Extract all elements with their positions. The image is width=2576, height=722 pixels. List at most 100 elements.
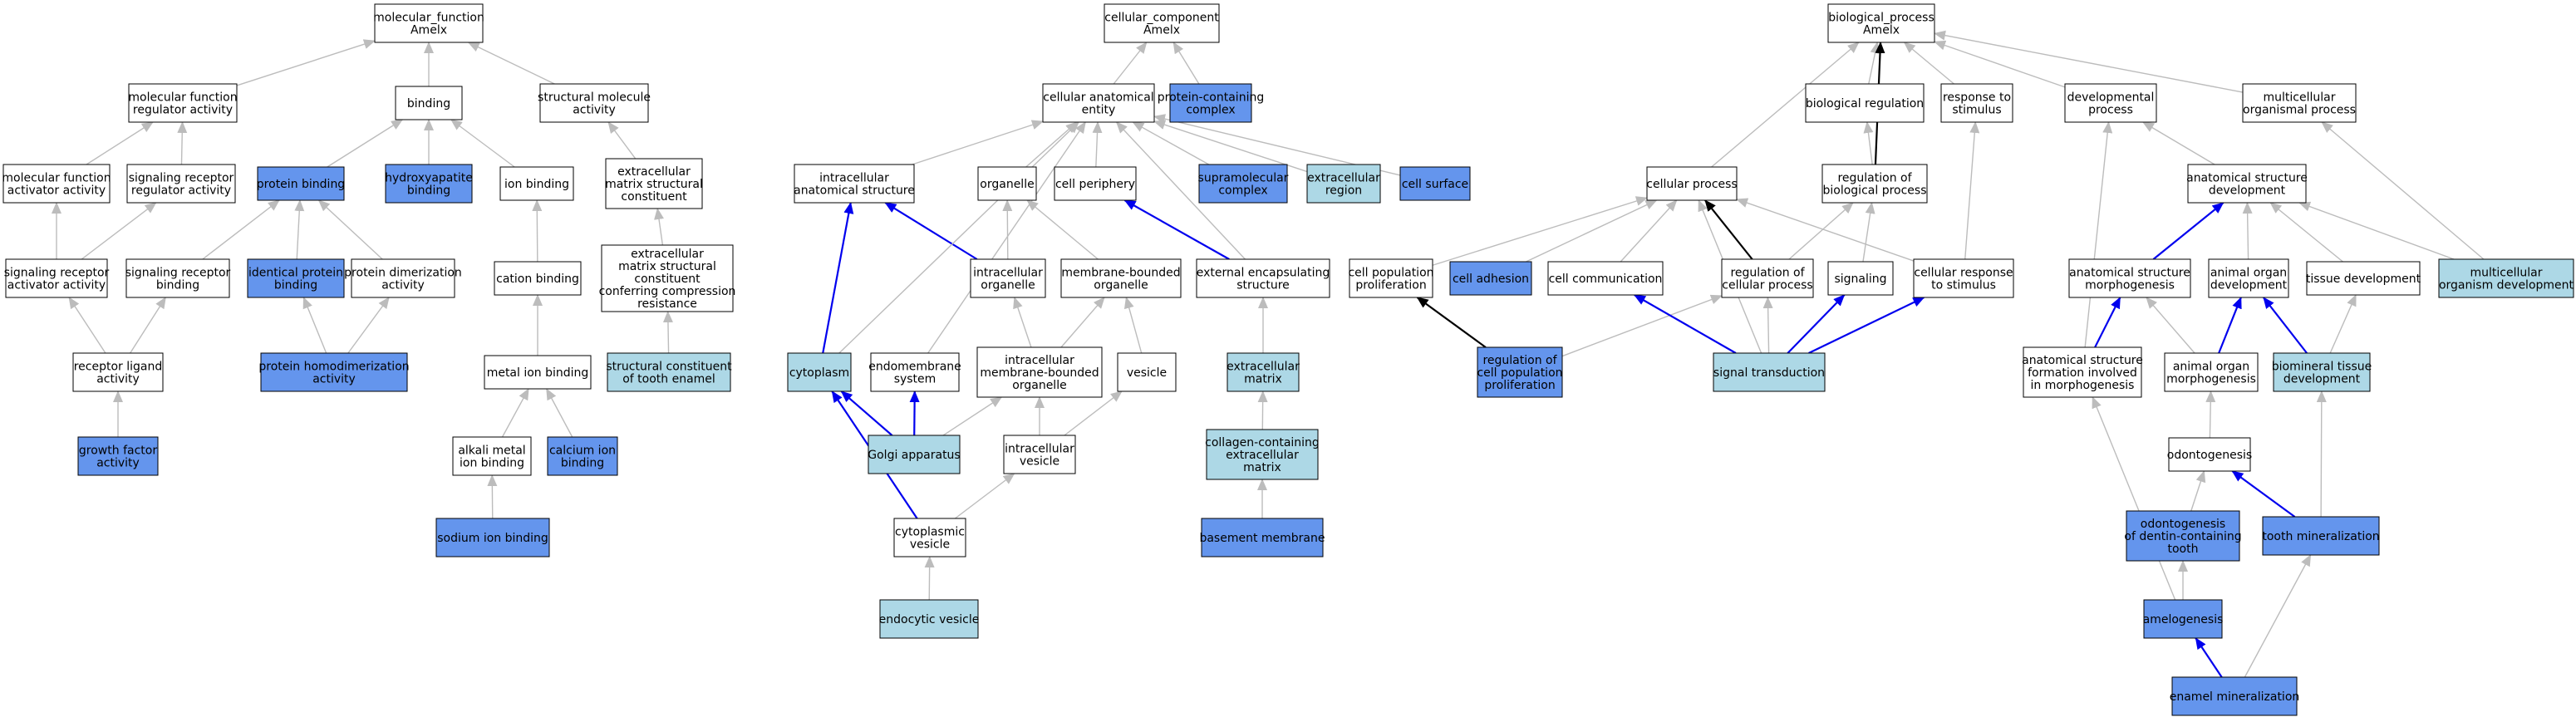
node-label: biological regulation xyxy=(1806,97,1924,111)
node-odonto[interactable]: odontogenesis xyxy=(2167,437,2252,472)
node-cellproc[interactable]: cellular process xyxy=(1646,166,1738,201)
node-label: intracellular xyxy=(819,172,889,185)
node-box xyxy=(977,166,1037,201)
node-box xyxy=(2306,261,2421,296)
node-cellper[interactable]: cell periphery xyxy=(1054,166,1137,201)
node-signaling[interactable]: signaling xyxy=(1827,261,1894,296)
node-tissdev[interactable]: tissue development xyxy=(2306,261,2421,296)
node-box xyxy=(2064,83,2157,123)
edge-srra-to-mfreg xyxy=(177,121,188,165)
node-label: response to xyxy=(1943,91,2011,105)
edge-enamel-to-toothmin xyxy=(2244,554,2312,678)
node-label: external encapsulating xyxy=(1197,267,1330,280)
node-label: in morphogenesis xyxy=(2031,379,2135,392)
node-label: extracellular xyxy=(1227,361,1300,374)
edge-oodct-to-odonto xyxy=(2190,470,2206,512)
node-endoves[interactable]: endocytic vesicle xyxy=(879,599,980,639)
node-protbind[interactable]: protein binding xyxy=(257,166,345,201)
node-ionbind[interactable]: ion binding xyxy=(499,166,574,201)
node-box xyxy=(787,352,852,392)
node-golgi[interactable]: Golgi apparatus xyxy=(868,435,961,474)
node-label: anatomical structure xyxy=(2069,267,2190,280)
node-label: Amelx xyxy=(1863,24,1900,37)
node-vesicle[interactable]: vesicle xyxy=(1117,352,1177,392)
node-toothmin[interactable]: tooth mineralization xyxy=(2262,516,2380,556)
node-label: structural constituent xyxy=(606,361,732,374)
node-box xyxy=(374,3,484,43)
node-cationbind[interactable]: cation binding xyxy=(494,261,582,296)
node-label: activity xyxy=(96,373,140,386)
edge-pcc-to-cc xyxy=(1172,42,1200,85)
node-label: cellular anatomical xyxy=(1043,91,1153,105)
node-celladh[interactable]: cell adhesion xyxy=(1449,261,1532,296)
node-cytoplasm[interactable]: cytoplasm xyxy=(787,352,852,392)
node-sigtrans[interactable]: signal transduction xyxy=(1713,352,1826,392)
node-basement[interactable]: basement membrane xyxy=(1199,518,1325,557)
edge-ecmscc-to-ecmsc xyxy=(654,208,664,246)
node-label: cellular process xyxy=(1646,178,1737,191)
node-box xyxy=(1003,435,1076,474)
node-organelle[interactable]: organelle xyxy=(977,166,1037,201)
node-bioreg[interactable]: biological regulation xyxy=(1805,83,1925,123)
node-enamel[interactable]: enamel mineralization xyxy=(2170,676,2300,716)
node-binding[interactable]: binding xyxy=(395,86,463,120)
node-sodium[interactable]: sodium ion binding xyxy=(435,518,550,557)
node-cellsurf[interactable]: cell surface xyxy=(1399,166,1471,201)
node-label: cell adhesion xyxy=(1453,273,1529,286)
edge-asfim-to-asm xyxy=(2094,297,2121,348)
node-cellcomm[interactable]: cell communication xyxy=(1547,261,1664,296)
node-metalion[interactable]: metal ion binding xyxy=(484,355,592,390)
node-amelo[interactable]: amelogenesis xyxy=(2143,599,2224,639)
